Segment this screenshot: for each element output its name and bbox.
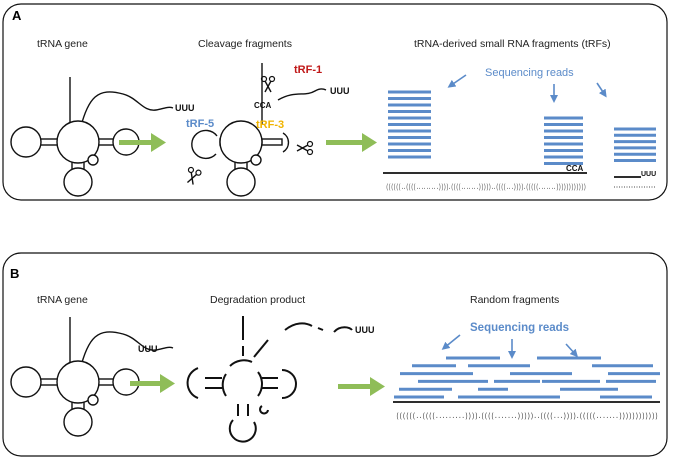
panel-a-title-gene: tRNA gene <box>37 38 88 50</box>
uuu-gene-a: UUU <box>175 103 195 113</box>
panel-a-frame <box>2 3 668 201</box>
uuu-degradation: UUU <box>355 325 375 335</box>
panel-b-title-degradation: Degradation product <box>210 294 305 306</box>
panel-a-title-cleavage: Cleavage fragments <box>198 38 292 50</box>
panel-b-frame <box>2 252 668 457</box>
uuu-small: UUU <box>641 171 656 178</box>
uuu-trf1: UUU <box>330 86 350 96</box>
panel-a: A tRNA gene Cleavage fragments tRNA-deri… <box>2 3 668 201</box>
seq-arrow-b3 <box>565 343 579 358</box>
cca-label-a: CCA <box>254 101 272 110</box>
seq-reads-label-a: Sequencing reads <box>485 67 574 79</box>
cleavage-fragments <box>191 63 327 197</box>
scissors-icon <box>296 140 314 156</box>
panel-a-title-trfs: tRNA-derived small RNA fragments (tRFs) <box>414 38 611 50</box>
degradation-product <box>186 316 353 443</box>
reads-group-a <box>388 90 656 165</box>
uuu-gene-b: UUU <box>138 344 158 354</box>
trf5-label: tRF-5 <box>186 118 214 130</box>
trna-gene-a <box>10 76 174 197</box>
panel-b-title-gene: tRNA gene <box>37 294 88 306</box>
reads-group-b <box>394 356 660 399</box>
trna-gene-b <box>10 316 174 437</box>
panel-a-letter: A <box>12 8 22 23</box>
seq-arrow-a3 <box>596 82 607 98</box>
scissors-icon <box>260 75 276 93</box>
structure-text-b: ((((((..((((.........)))).((((.......)))… <box>396 413 658 421</box>
cca-reference: CCA <box>566 164 584 173</box>
trf3-label: tRF-3 <box>256 119 284 131</box>
panel-b-letter: B <box>10 266 19 281</box>
green-arrow-a2 <box>326 133 377 152</box>
green-arrow-b1 <box>130 374 175 393</box>
structure-text-a: ((((((..((((.........)))).((((.......)))… <box>386 184 586 192</box>
seq-arrow-a1 <box>447 74 467 88</box>
seq-reads-label-b: Sequencing reads <box>470 322 569 334</box>
panel-b: B tRNA gene Degradation product Random f… <box>2 252 668 457</box>
seq-arrow-b1 <box>441 334 461 350</box>
scissors-icon <box>186 166 202 185</box>
green-arrow-a1 <box>119 133 166 152</box>
trf1-label: tRF-1 <box>294 64 322 76</box>
green-arrow-b2 <box>338 377 385 396</box>
panel-b-title-random: Random fragments <box>470 294 559 306</box>
